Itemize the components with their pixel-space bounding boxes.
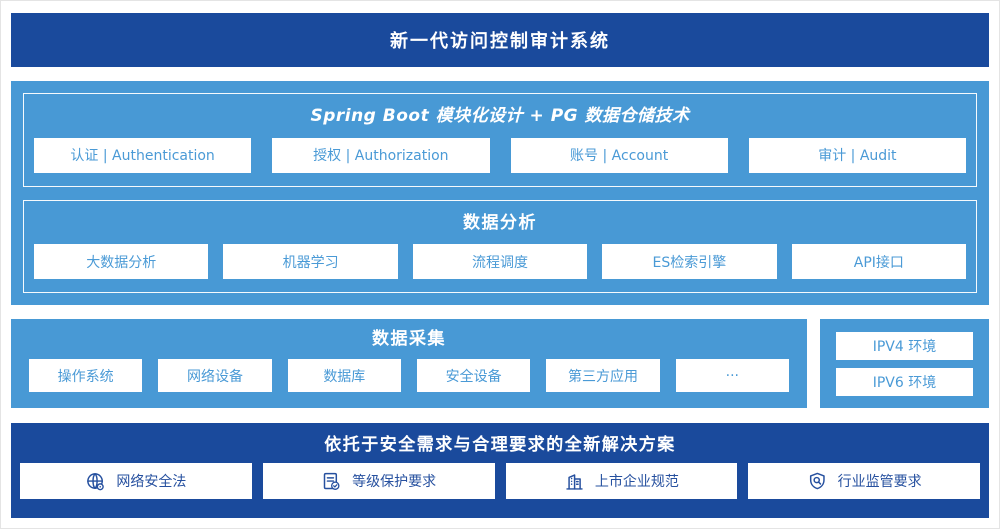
analysis-box-scheduling: 流程调度: [412, 244, 588, 279]
platform-section: Spring Boot 模块化设计 + PG 数据仓储技术 认证 | Authe…: [11, 81, 989, 305]
modules-title: Spring Boot 模块化设计 + PG 数据仓储技术: [310, 106, 690, 126]
module-box-authorization: 授权 | Authorization: [272, 137, 490, 173]
modules-subsection: Spring Boot 模块化设计 + PG 数据仓储技术 认证 | Authe…: [23, 93, 977, 187]
collection-box-more: ···: [675, 359, 789, 392]
module-box-authentication: 认证 | Authentication: [34, 137, 252, 173]
analysis-box-bigdata: 大数据分析: [34, 244, 209, 279]
solution-section: 依托于安全需求与合理要求的全新解决方案 网络安全法: [11, 423, 989, 518]
collection-section: 数据采集 操作系统 网络设备 数据库 安全设备 第三方应用 ···: [11, 319, 807, 408]
solution-box-label: 等级保护要求: [352, 474, 437, 490]
solution-box-classified-protection: 等级保护要求: [262, 463, 495, 499]
building-icon: [564, 471, 585, 492]
modules-row: 认证 | Authentication 授权 | Authorization 账…: [34, 137, 966, 173]
solution-boxes-row: 网络安全法 等级保护要求: [20, 463, 980, 499]
solution-title: 依托于安全需求与合理要求的全新解决方案: [324, 435, 676, 455]
document-check-icon: [321, 471, 342, 492]
collection-box-thirdparty: 第三方应用: [546, 359, 660, 392]
collection-row: 数据采集 操作系统 网络设备 数据库 安全设备 第三方应用 ··· IPV4 环…: [11, 319, 989, 408]
analysis-row: 大数据分析 机器学习 流程调度 ES检索引擎 API接口: [34, 244, 967, 279]
system-title-banner: 新一代访问控制审计系统: [11, 13, 989, 67]
collection-box-database: 数据库: [287, 359, 401, 392]
module-box-audit: 审计 | Audit: [748, 137, 966, 173]
collection-box-network-device: 网络设备: [158, 359, 272, 392]
solution-box-label: 行业监管要求: [837, 474, 922, 490]
collection-title: 数据采集: [372, 329, 446, 349]
collection-boxes-row: 操作系统 网络设备 数据库 安全设备 第三方应用 ···: [29, 359, 789, 392]
env-box-ipv6: IPV6 环境: [836, 367, 973, 396]
solution-box-cybersecurity-law: 网络安全法: [20, 463, 252, 499]
shield-search-icon: [807, 471, 828, 492]
module-box-account: 账号 | Account: [510, 137, 728, 173]
analysis-subsection: 数据分析 大数据分析 机器学习 流程调度 ES检索引擎 API接口: [23, 199, 977, 293]
analysis-box-machine-learning: 机器学习: [223, 244, 398, 279]
solution-box-label: 网络安全法: [116, 474, 187, 490]
analysis-box-es-search: ES检索引擎: [602, 244, 777, 279]
solution-box-industry-regulation: 行业监管要求: [748, 463, 980, 499]
env-box-ipv4: IPV4 环境: [836, 331, 973, 360]
collection-box-os: 操作系统: [29, 359, 143, 392]
globe-icon: [85, 471, 106, 492]
system-title: 新一代访问控制审计系统: [390, 31, 610, 52]
solution-box-listed-company: 上市企业规范: [505, 463, 738, 499]
solution-box-label: 上市企业规范: [594, 474, 679, 490]
collection-box-security-device: 安全设备: [416, 359, 531, 392]
environment-section: IPV4 环境 IPV6 环境: [820, 319, 989, 408]
analysis-box-api: API接口: [791, 244, 967, 279]
analysis-title: 数据分析: [463, 212, 537, 233]
